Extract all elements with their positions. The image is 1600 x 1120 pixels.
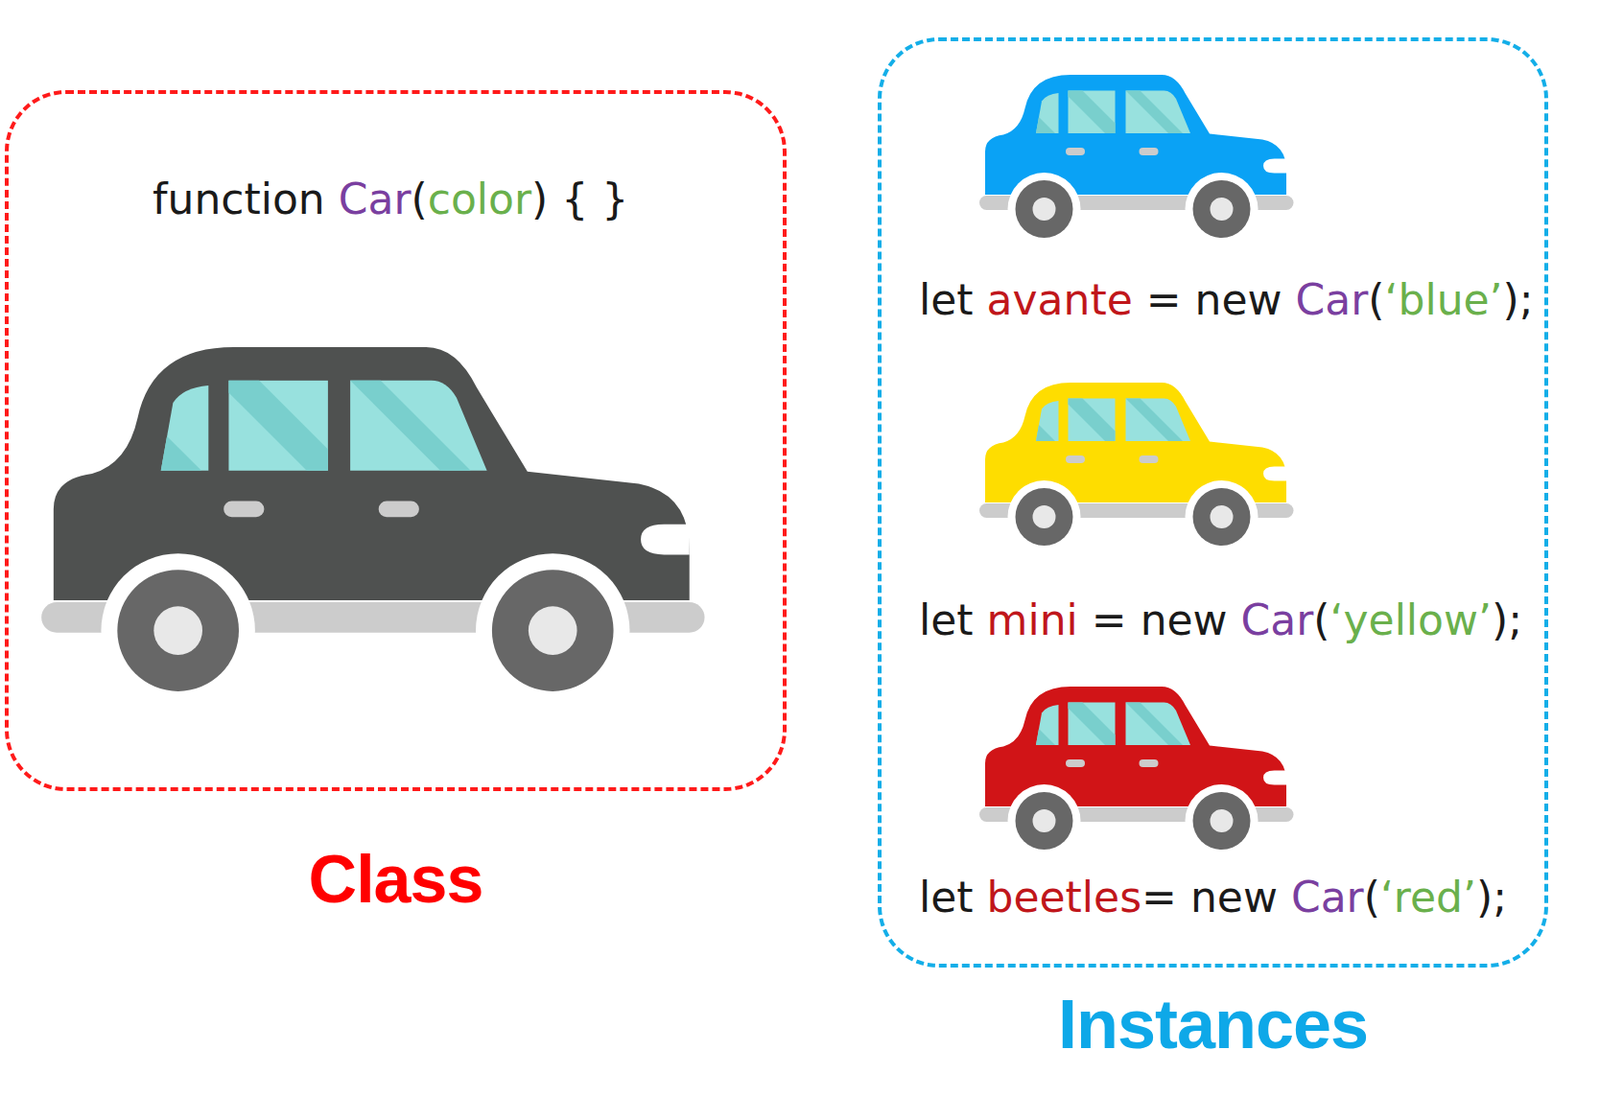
code-line: let avante = new Car(‘blue’); — [918, 275, 1534, 327]
section-heading: Instances — [881, 987, 1545, 1063]
code-line: let beetles= new Car(‘red’); — [918, 872, 1507, 924]
code-line: let mini = new Car(‘yellow’); — [918, 595, 1523, 647]
class-car — [41, 347, 705, 708]
yellow-car — [979, 382, 1295, 554]
section-heading: Class — [8, 843, 783, 918]
blue-car — [979, 74, 1295, 246]
class-box: function Car(color) { }Class — [4, 90, 787, 792]
instances-box: let avante = new Car(‘blue’); let mini = … — [877, 37, 1549, 968]
red-car — [979, 686, 1295, 858]
code-line: function Car(color) { } — [152, 174, 629, 226]
